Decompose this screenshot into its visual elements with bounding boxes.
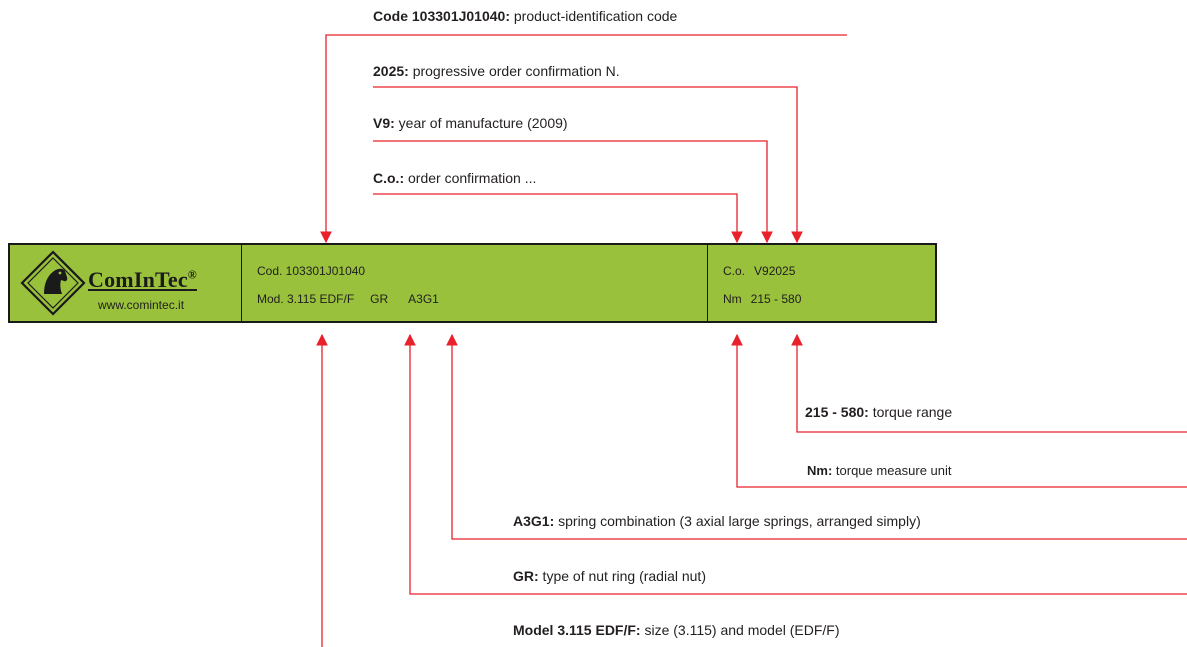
callout-year-key: V9:: [373, 115, 395, 131]
callout-nut-ring-key: GR:: [513, 568, 539, 584]
callout-spring-combination: A3G1: spring combination (3 axial large …: [513, 512, 921, 530]
callout-order-number-key: 2025:: [373, 63, 409, 79]
callout-nut-ring-text: type of nut ring (radial nut): [538, 568, 706, 584]
brand-name: ComInTec®: [88, 267, 197, 293]
leader-year: [373, 140, 773, 244]
plate-code: Cod. 103301J01040: [257, 264, 366, 278]
brand-name-text: ComInTec: [88, 267, 188, 292]
callout-torque-unit-text: torque measure unit: [832, 463, 952, 478]
leader-spring-combination: [446, 333, 1187, 540]
leader-code: [320, 34, 847, 244]
leader-torque-range: [791, 333, 1187, 433]
callout-torque-range: 215 - 580: torque range: [805, 403, 952, 421]
plate-nm-value: 215 - 580: [750, 292, 802, 306]
callout-order-confirmation: C.o.: order confirmation ...: [373, 169, 536, 187]
plate-nm-label: Nm: [723, 292, 742, 306]
callout-model-key: Model 3.115 EDF/F:: [513, 622, 641, 638]
plate-co-value: V92025: [754, 264, 796, 278]
callout-code: Code 103301J01040: product-identificatio…: [373, 7, 677, 25]
callout-torque-range-text: torque range: [868, 404, 953, 420]
callout-spring-combination-text: spring combination (3 axial large spring…: [554, 513, 921, 529]
callout-model-text: size (3.115) and model (EDF/F): [640, 622, 840, 638]
callout-nut-ring: GR: type of nut ring (radial nut): [513, 567, 706, 585]
plate-model: Mod. 3.115 EDF/F: [257, 292, 355, 306]
leader-order-number: [373, 86, 803, 244]
leader-order-confirmation: [373, 193, 743, 244]
callout-torque-unit-key: Nm:: [807, 463, 833, 478]
callout-code-text: product-identification code: [510, 8, 678, 24]
callout-spring-combination-key: A3G1:: [513, 513, 555, 529]
callout-torque-range-key: 215 - 580:: [805, 404, 869, 420]
registered-mark: ®: [187, 267, 197, 282]
leader-nut-ring: [404, 333, 1187, 595]
leader-torque-unit: [731, 333, 1187, 488]
callout-model: Model 3.115 EDF/F: size (3.115) and mode…: [513, 621, 840, 639]
horse-logo-icon: [20, 250, 86, 316]
callout-torque-unit: Nm: torque measure unit: [807, 462, 952, 480]
brand-website: www.comintec.it: [98, 298, 185, 312]
plate-divider-left: [241, 245, 242, 321]
plate-nut: GR: [370, 292, 389, 306]
callout-year-text: year of manufacture (2009): [394, 115, 568, 131]
callout-year: V9: year of manufacture (2009): [373, 114, 568, 132]
callout-order-confirmation-key: C.o.:: [373, 170, 405, 186]
plate-co-label: C.o.: [723, 264, 746, 278]
plate-nm-line: Nm 215 - 580: [723, 292, 801, 306]
plate-divider-right: [707, 245, 708, 321]
plate-springs: A3G1: [408, 292, 439, 306]
plate-co-line: C.o. V92025: [723, 264, 795, 278]
nameplate: ComInTec® www.comintec.it Cod. 103301J01…: [8, 243, 937, 323]
callout-code-key: Code 103301J01040:: [373, 8, 510, 24]
callout-order-number-text: progressive order confirmation N.: [408, 63, 620, 79]
plate-model-line: Mod. 3.115 EDF/F GR A3G1: [257, 292, 439, 306]
callout-order-confirmation-text: order confirmation ...: [404, 170, 537, 186]
callout-order-number: 2025: progressive order confirmation N.: [373, 62, 620, 80]
